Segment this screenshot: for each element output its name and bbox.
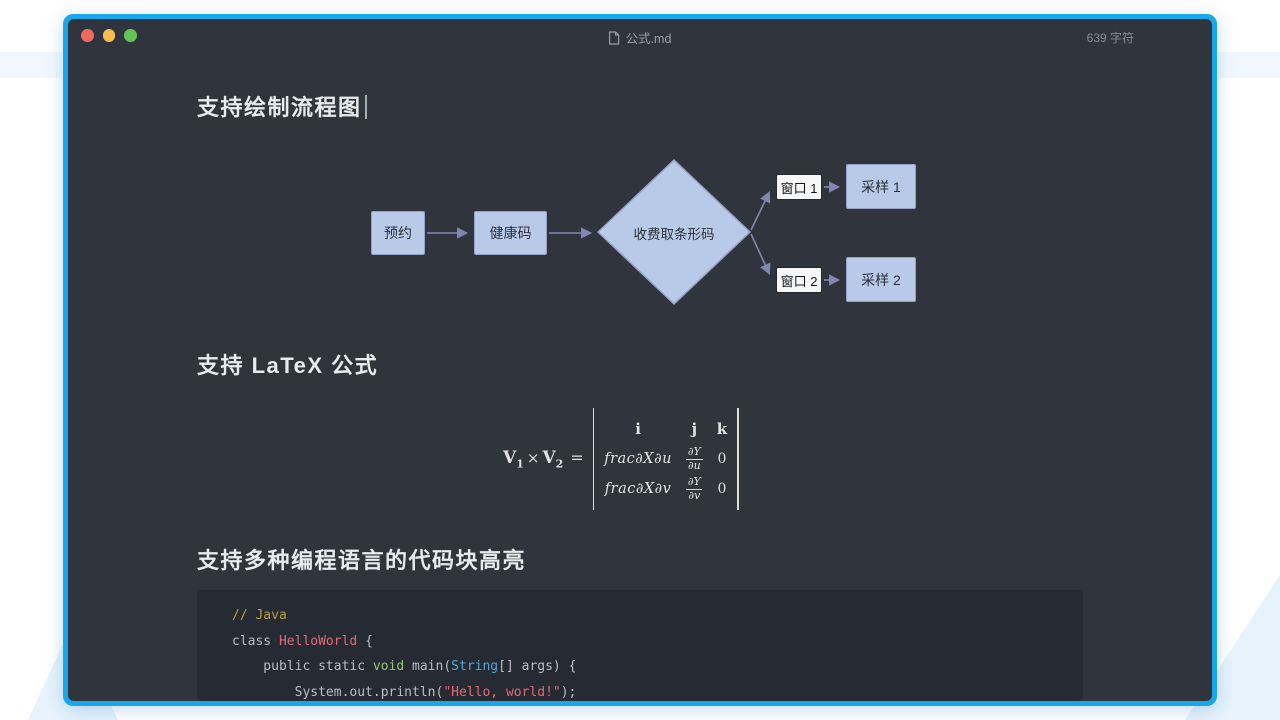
matrix-column-3: k 0 0	[717, 414, 727, 504]
title-bar: 公式.md 639 字符	[68, 19, 1212, 55]
flowchart-diagram[interactable]	[348, 149, 868, 324]
code-block[interactable]: // Java class HelloWorld { public static …	[197, 590, 1083, 701]
zoom-button[interactable]	[124, 29, 137, 42]
fraction-denominator: ∂v	[686, 488, 703, 502]
matrix-r2c2: ∂Y∂u	[685, 444, 703, 474]
code-token-plain: System.out.println(	[232, 684, 444, 700]
traffic-lights	[81, 29, 137, 42]
latex-formula[interactable]: V1×V2= i frac∂X∂u frac∂X∂v j	[503, 405, 739, 513]
fraction-numerator: ∂Y	[687, 474, 701, 488]
code-token-keyword: void	[372, 659, 405, 674]
window-title: 公式.md	[608, 28, 672, 47]
matrix-r2c3: 0	[717, 451, 727, 467]
heading-flowchart-text: 支持绘制流程图	[197, 95, 362, 120]
heading-flowchart[interactable]: 支持绘制流程图	[197, 90, 367, 122]
vector2: V	[542, 447, 556, 468]
char-count: 639 字符	[1086, 31, 1134, 45]
flowchart-node-sample2: 采样 2	[846, 257, 916, 302]
flowchart-node-window1: 窗口 1	[776, 174, 822, 200]
code-token-comment: // Java	[232, 608, 287, 623]
document-icon	[608, 30, 620, 45]
flowchart-node-health-code: 健康码	[474, 211, 547, 255]
vector1-subscript: 1	[516, 457, 524, 471]
flowchart-node-decision-label: 收费取条形码	[633, 227, 715, 242]
code-token-plain: );	[560, 684, 577, 700]
matrix-grid: i frac∂X∂u frac∂X∂v j ∂Y∂u ∂Y∂v	[594, 414, 737, 504]
flowchart-node-start: 预约	[371, 211, 425, 255]
matrix-right-bar	[737, 408, 739, 510]
code-token-plain: main(	[404, 659, 452, 674]
code-lines: // Java class HelloWorld { public static …	[232, 603, 1083, 701]
matrix-column-2: j ∂Y∂u ∂Y∂v	[685, 414, 703, 504]
code-token-name: HelloWorld	[278, 633, 358, 649]
code-token-string: "Hello, world!"	[443, 684, 561, 700]
flowchart-node-window2: 窗口 2	[776, 267, 822, 293]
fraction-denominator: ∂u	[685, 458, 703, 472]
edge-decision-to-window2	[750, 233, 771, 276]
determinant-matrix: i frac∂X∂u frac∂X∂v j ∂Y∂u ∂Y∂v	[592, 408, 739, 510]
times-operator: ×	[526, 448, 540, 467]
matrix-column-1: i frac∂X∂u frac∂X∂v	[604, 414, 672, 504]
code-token-plain: public static	[232, 659, 373, 674]
code-line: public static void main(String[] args) {	[232, 654, 1083, 680]
code-token-plain: {	[357, 633, 373, 649]
matrix-i: i	[635, 420, 641, 438]
matrix-left-bar	[592, 408, 595, 510]
code-token-plain: class	[232, 633, 279, 649]
text-cursor	[364, 95, 367, 119]
close-button[interactable]	[81, 29, 94, 42]
formula-lhs: V1×V2=	[503, 448, 593, 470]
heading-latex[interactable]: 支持 LaTeX 公式	[197, 353, 379, 378]
fraction-numerator: ∂Y	[687, 444, 701, 458]
vector1: V	[503, 447, 517, 468]
matrix-r3c3: 0	[717, 481, 727, 497]
code-token-plain: [] args) {	[498, 659, 577, 674]
markdown-editor-window: 公式.md 639 字符 支持绘制流程图	[68, 19, 1212, 701]
matrix-r3c1: frac∂X∂v	[604, 481, 672, 497]
heading-code[interactable]: 支持多种编程语言的代码块高亮	[197, 548, 527, 573]
matrix-r2c1: frac∂X∂u	[604, 451, 672, 467]
code-line: System.out.println("Hello, world!");	[232, 680, 1083, 702]
code-line: class HelloWorld {	[232, 629, 1083, 655]
vector2-subscript: 2	[555, 457, 564, 471]
file-name: 公式.md	[625, 32, 672, 46]
window-frame: 公式.md 639 字符 支持绘制流程图	[63, 14, 1217, 706]
code-token-type: String	[451, 659, 499, 674]
edge-decision-to-window1	[750, 190, 771, 231]
flowchart-node-sample1: 采样 1	[846, 164, 916, 209]
equals-sign: =	[570, 447, 584, 467]
decision-diamond	[596, 158, 752, 306]
matrix-r3c2: ∂Y∂v	[686, 474, 703, 504]
code-line: // Java	[232, 603, 1083, 629]
minimize-button[interactable]	[102, 29, 115, 42]
matrix-j: j	[691, 420, 698, 438]
matrix-k: k	[716, 420, 728, 438]
